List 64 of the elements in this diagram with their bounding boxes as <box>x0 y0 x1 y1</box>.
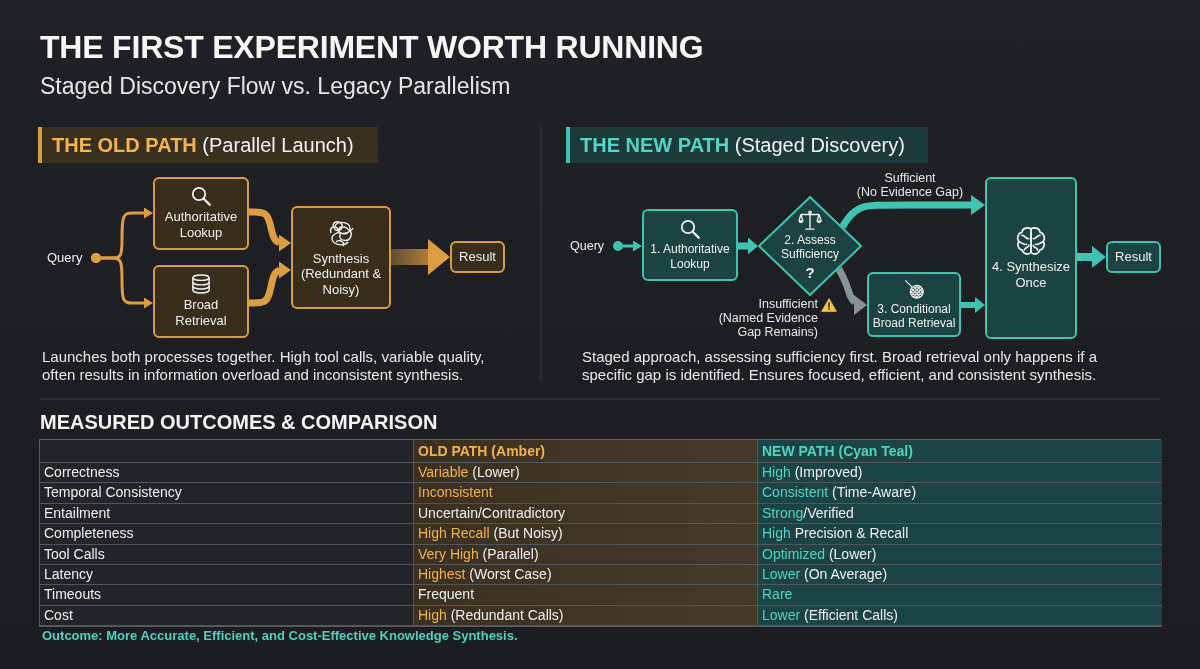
table-cell: Consistent (Time-Aware) <box>758 483 1162 504</box>
node-text: Query <box>47 249 85 267</box>
table-cell: High Precision & Recall <box>758 524 1162 545</box>
arrow <box>961 297 985 313</box>
edge-label: Sufficient (No Evidence Gap) <box>855 171 965 199</box>
outcome-note: Outcome: More Accurate, Efficient, and Cost-Effective Knowledge Synthesis. <box>42 628 518 644</box>
process-box <box>153 177 249 250</box>
table-cell: Strong/Verified <box>758 503 1162 525</box>
table-cell: High (Redundant Calls) <box>414 605 758 627</box>
table-cell: Inconsistent <box>414 483 758 504</box>
section-heading: THE NEW PATH (Staged Discovery) <box>580 133 905 157</box>
arrow <box>839 195 985 229</box>
result-box <box>450 241 505 273</box>
arrow <box>1077 246 1106 268</box>
section-heading: THE OLD PATH (Parallel Launch) <box>52 133 354 157</box>
result-box <box>1106 241 1161 273</box>
arrow <box>835 266 869 315</box>
process-box <box>642 209 738 281</box>
description: Staged approach, assessing sufficiency first. Broad retrieval only happens if a specific gap is identified. Ensures focused, efficient, and consistent synthesis. <box>582 348 1098 384</box>
edge-label: Insufficient (Named Evidence Gap Remains) <box>717 297 818 339</box>
process-box <box>291 206 391 309</box>
table-cell: Latency <box>40 565 414 586</box>
table-header: OLD PATH (Amber) <box>414 440 758 463</box>
step-label: Authoritative Lookup <box>163 209 239 241</box>
table-cell: Timeouts <box>40 585 414 606</box>
node-text: Query <box>570 237 607 255</box>
step-label: 1. Authoritative Lookup <box>649 242 731 271</box>
table-cell: Uncertain/Contradictory <box>414 503 758 525</box>
table-cell: Cost <box>40 605 414 627</box>
table-cell: Correctness <box>40 463 414 484</box>
table-cell: Tool Calls <box>40 544 414 565</box>
table-cell: Highest (Worst Case) <box>414 565 758 586</box>
table-cell: Very High (Parallel) <box>414 544 758 565</box>
arrow <box>738 237 758 255</box>
table-cell: Temporal Consistency <box>40 483 414 504</box>
question-mark: ? <box>805 264 815 283</box>
section-title: MEASURED OUTCOMES & COMPARISON <box>40 410 438 434</box>
process-box <box>867 272 961 337</box>
page-title: THE FIRST EXPERIMENT WORTH RUNNING <box>40 28 704 66</box>
step-label: 3. Conditional Broad Retrieval <box>871 301 957 331</box>
arrow <box>391 239 450 275</box>
table-cell: Variable (Lower) <box>414 463 758 484</box>
table-cell: Optimized (Lower) <box>758 544 1162 565</box>
table-header: NEW PATH (Cyan Teal) <box>758 440 1162 463</box>
table-cell: High (Improved) <box>758 463 1162 484</box>
table-cell: Completeness <box>40 524 414 545</box>
section-header <box>566 127 928 163</box>
table-cell: Frequent <box>414 585 758 606</box>
table-cell: High Recall (But Noisy) <box>414 524 758 545</box>
process-box <box>985 177 1077 339</box>
step-label: 4. Synthesize Once <box>990 258 1071 291</box>
step-label: Broad Retrieval <box>174 297 228 329</box>
table-cell: Rare <box>758 585 1162 606</box>
description: Launches both processes together. High tool calls, variable quality, often results in information overload and inconsistent synthesis. <box>42 348 486 384</box>
result-label: Result <box>459 249 496 265</box>
table-cell: Lower (On Average) <box>758 565 1162 586</box>
step-label: Synthesis (Redundant & Noisy) <box>299 250 383 298</box>
process-box <box>153 265 249 338</box>
table-cell: Entailment <box>40 503 414 525</box>
step-label: 2. Assess Sufficiency <box>780 232 840 262</box>
table-cell: Lower (Efficient Calls) <box>758 605 1162 627</box>
section-header <box>38 127 378 163</box>
result-label: Result <box>1115 249 1152 265</box>
subtitle: Staged Discovery Flow vs. Legacy Parallelism <box>40 72 511 100</box>
